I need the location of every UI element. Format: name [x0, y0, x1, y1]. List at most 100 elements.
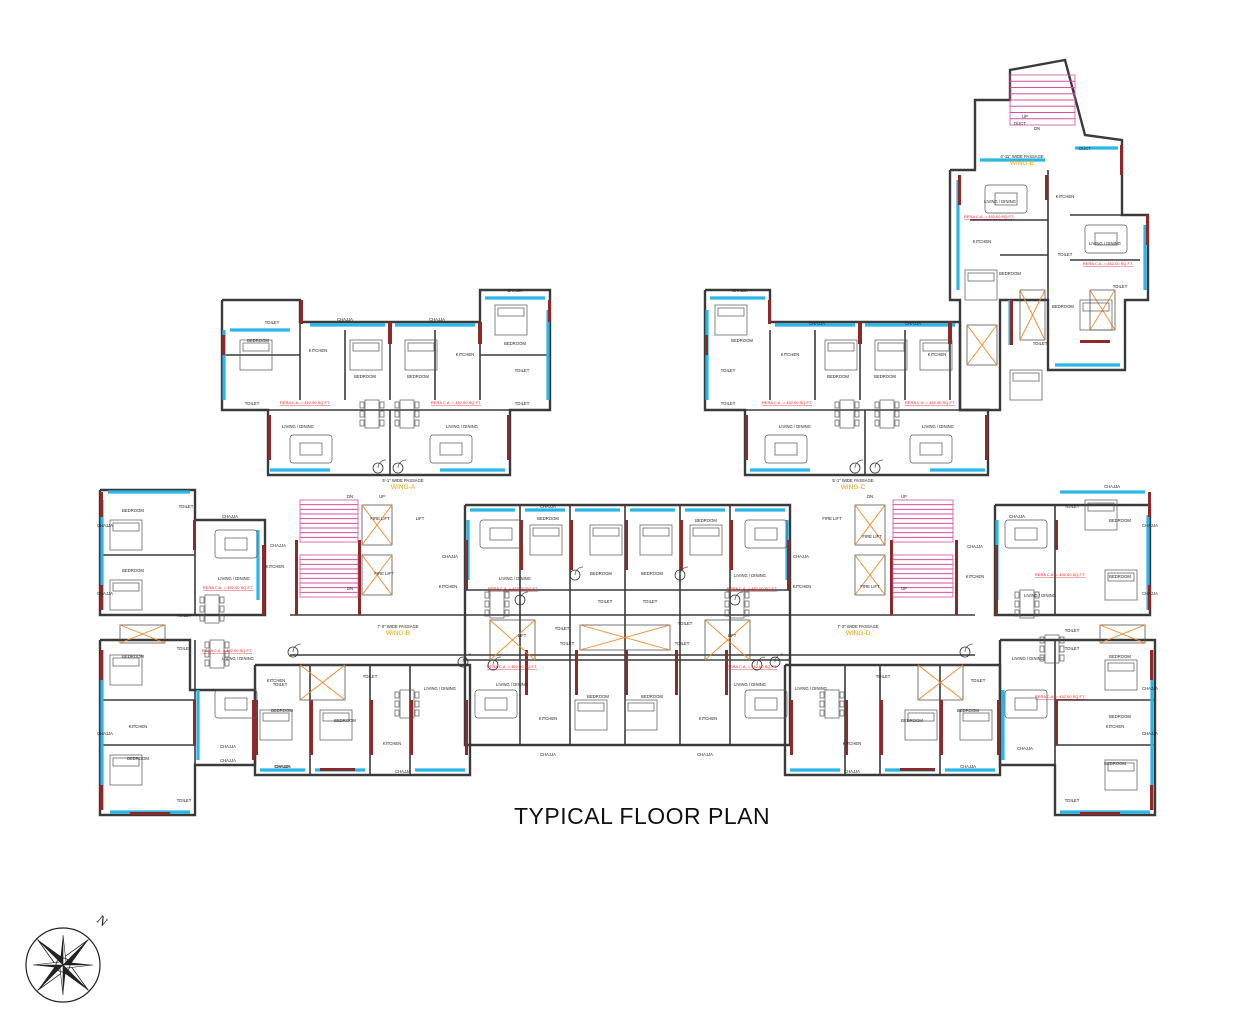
- column-0: [300, 300, 303, 324]
- sofa-icon: [909, 434, 953, 464]
- room-label-toilet: TOILET: [177, 646, 192, 651]
- column-52: [955, 540, 958, 615]
- door-swing: [756, 656, 766, 666]
- sofa-icon: [289, 434, 333, 464]
- bed-icon: [1009, 369, 1043, 401]
- building-walls: [98, 58, 1157, 817]
- room-label-chajja: CHAJJA: [732, 288, 748, 293]
- chair-icon: [394, 410, 400, 418]
- lift-cross: [1099, 624, 1146, 644]
- chair-icon: [1059, 654, 1065, 662]
- column-35: [787, 540, 790, 590]
- room-label-duct: DUCT: [1079, 146, 1091, 151]
- column-55: [995, 545, 998, 615]
- north-letter: N: [94, 912, 111, 930]
- chair-icon: [394, 700, 400, 708]
- lift-cross: [579, 624, 671, 651]
- sofa-icon: [214, 529, 258, 559]
- lift-shaft-13: [579, 624, 671, 651]
- room-label-toilet: TOILET: [876, 674, 891, 679]
- furniture-layout: [109, 184, 1138, 791]
- grid-bubble: [372, 462, 384, 474]
- bed-icon: [574, 699, 608, 731]
- door-swing: [492, 656, 502, 666]
- pillow-icon: [532, 527, 560, 537]
- coffee-table-icon: [774, 442, 798, 456]
- bed-icon: [904, 709, 938, 741]
- bed-icon: [689, 524, 723, 556]
- chair-icon: [819, 700, 825, 708]
- room-label-bedroom: BEDROOM: [641, 571, 663, 576]
- room-label-kitchen: KITCHEN: [928, 352, 946, 357]
- lift-cross: [704, 619, 751, 661]
- room-label-living: LIVING / DINING: [424, 686, 456, 691]
- room-label-bedroom: BEDROOM: [901, 718, 923, 723]
- room-label-living: LIVING / DINING: [734, 682, 766, 687]
- column-7: [768, 300, 771, 324]
- chair-icon: [1014, 609, 1020, 617]
- room-label-chajja: CHAJJA: [1142, 686, 1158, 691]
- bed-icon: [1104, 569, 1138, 601]
- coffee-table-icon: [224, 537, 248, 551]
- room-label-dn: DN: [347, 586, 353, 591]
- dining-table-icon: [1044, 634, 1060, 664]
- room-label-chajja: CHAJJA: [809, 321, 825, 326]
- column-38: [625, 650, 628, 695]
- room-label-bedroom: BEDROOM: [1052, 304, 1074, 309]
- column-20: [193, 520, 196, 550]
- column-26: [252, 700, 255, 760]
- room-label-bedroom: BEDROOM: [122, 508, 144, 513]
- room-label-toilet: TOILET: [555, 626, 570, 631]
- column-19: [100, 492, 103, 517]
- lift-shaft-7: [917, 664, 964, 701]
- room-label-toilet: TOILET: [273, 682, 288, 687]
- dining-table-icon: [729, 589, 745, 619]
- column-29: [465, 540, 468, 590]
- sofa-icon: [474, 689, 518, 719]
- room-label-living: LIVING / DINING: [922, 424, 954, 429]
- chair-icon: [504, 609, 510, 617]
- bed-icon: [1079, 299, 1113, 331]
- dining-table-icon: [824, 689, 840, 719]
- rera-area-note: RERA C.A. = 452.00 SQ.FT.: [431, 400, 481, 405]
- chair-icon: [834, 419, 840, 427]
- chair-icon: [1059, 636, 1065, 644]
- door-swing: [874, 459, 884, 469]
- chair-icon: [724, 609, 730, 617]
- column-25: [100, 785, 103, 810]
- room-label-kitchen: KITCHEN: [539, 716, 557, 721]
- chair-icon: [1034, 600, 1040, 608]
- bed-icon: [874, 339, 908, 371]
- chair-icon: [199, 614, 205, 622]
- room-label-toilet: TOILET: [245, 401, 260, 406]
- room-label-bedroom: BEDROOM: [1109, 574, 1131, 579]
- chair-icon: [379, 419, 385, 427]
- column-42: [310, 700, 313, 755]
- room-label-toilet: TOILET: [1065, 504, 1080, 509]
- wing-label: WING-A: [391, 484, 416, 491]
- pillow-icon: [1012, 372, 1040, 382]
- column-51: [890, 540, 893, 615]
- bed-icon: [239, 339, 273, 371]
- chair-icon: [839, 691, 845, 699]
- room-label-lift: LIFT: [518, 633, 527, 638]
- coffee-table-icon: [439, 442, 463, 456]
- column-50: [997, 700, 1000, 755]
- chair-icon: [199, 605, 205, 613]
- pillow-icon: [907, 712, 935, 722]
- column-27: [295, 540, 298, 615]
- room-label-dn: DN: [1034, 126, 1040, 131]
- bed-icon: [349, 339, 383, 371]
- pillow-icon: [592, 527, 620, 537]
- room-label-bedroom: BEDROOM: [247, 338, 269, 343]
- column-62: [320, 768, 355, 771]
- room-label-living: LIVING / DINING: [984, 199, 1016, 204]
- pillow-icon: [112, 522, 140, 532]
- room-label-living: LIVING / DINING: [1012, 656, 1044, 661]
- room-label-bedroom: BEDROOM: [122, 654, 144, 659]
- plan-title: TYPICAL FLOOR PLAN: [514, 803, 771, 829]
- dining-table-icon: [209, 639, 225, 669]
- chair-icon: [724, 600, 730, 608]
- staircase-c1: [892, 499, 954, 543]
- bed-icon: [1104, 659, 1138, 691]
